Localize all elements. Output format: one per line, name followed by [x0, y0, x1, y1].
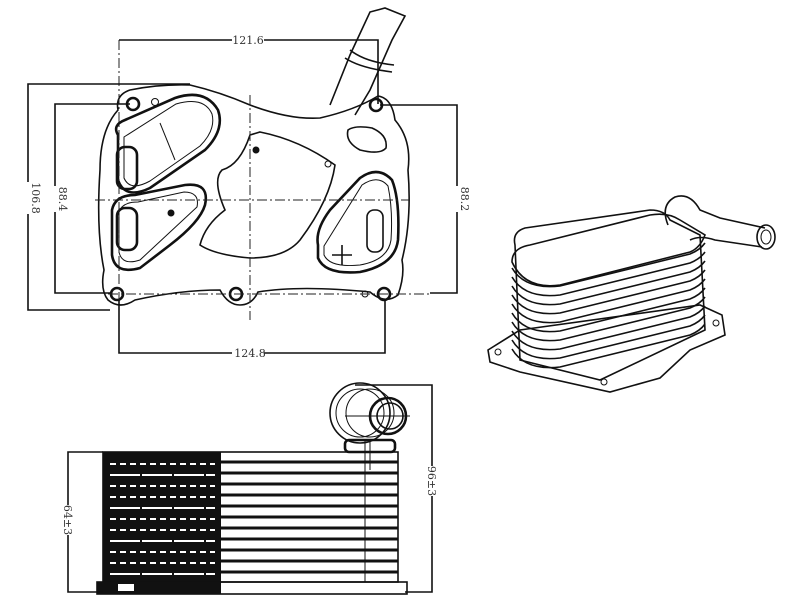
iso-fin-line	[511, 323, 706, 369]
iso-fin-line	[511, 269, 706, 315]
dim-body-height: 64±3	[61, 505, 74, 535]
iso-fin-line	[511, 314, 706, 360]
dim-left-inner-height: 88.4	[56, 187, 69, 212]
iso-fin-line	[511, 278, 706, 324]
dim-top-width: 121.6	[232, 34, 264, 47]
iso-base-flange	[487, 304, 726, 393]
iso-fin-line	[511, 287, 706, 333]
iso-fin-line	[511, 251, 706, 297]
hose-end	[756, 224, 776, 250]
gasket-right	[316, 170, 400, 274]
side-view: 64±3 96±3	[61, 382, 438, 595]
mounting-plate-outline	[97, 84, 410, 306]
dim-bottom-width: 124.8	[234, 347, 266, 360]
fitting-elbow	[329, 382, 391, 444]
iso-fin-line	[511, 260, 706, 306]
dim-right-height: 88.2	[458, 187, 471, 212]
center-gasket	[199, 131, 336, 259]
hose-fitting	[329, 7, 407, 116]
top-view: 121.6 124.8 106.8 88.4 88.2	[22, 7, 471, 360]
gasket-lower-left	[110, 183, 208, 272]
iso-hose	[664, 195, 766, 248]
iso-fin-line	[511, 305, 706, 351]
iso-top-plate	[511, 213, 706, 287]
port-slot	[115, 145, 139, 191]
iso-fin-line	[511, 296, 706, 342]
isometric-view	[487, 195, 776, 393]
iso-fins	[511, 242, 706, 369]
dim-left-outer-height: 106.8	[29, 182, 42, 214]
port-slot	[115, 206, 139, 252]
oval-cutout	[346, 126, 388, 153]
gasket-upper-left	[114, 93, 222, 194]
iso-fin-line	[511, 242, 706, 288]
dim-total-height: 96±3	[425, 466, 438, 496]
port-slot	[366, 209, 384, 253]
